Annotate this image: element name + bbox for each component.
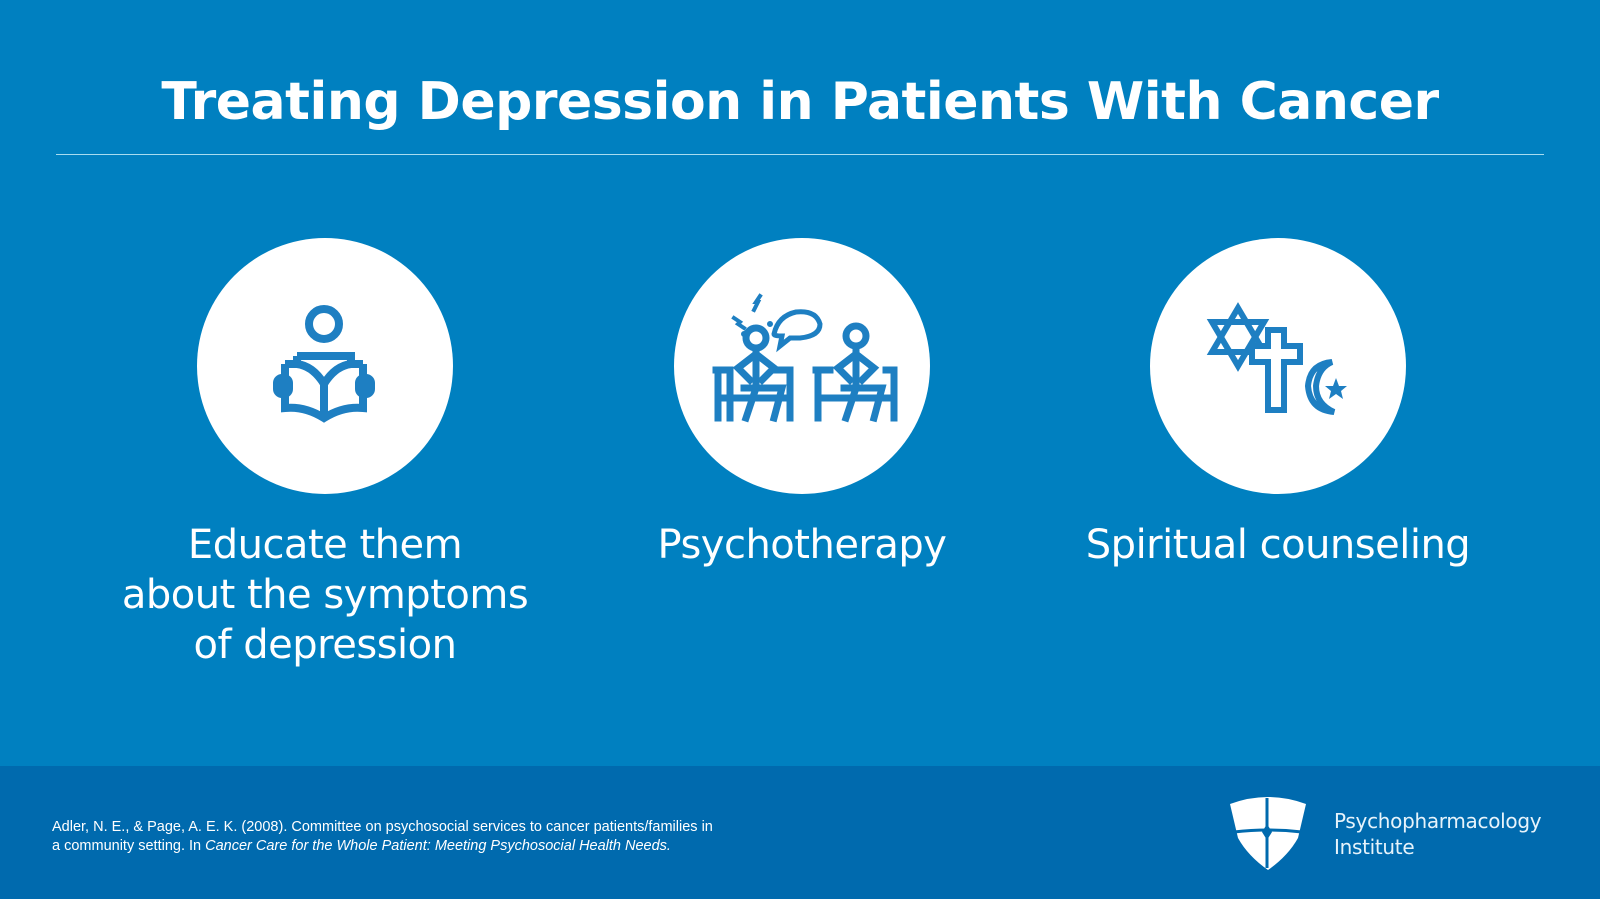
option-label: Educate them about the symptoms of depre… — [121, 522, 529, 668]
institute-logo: Psychopharmacology Institute — [1228, 794, 1542, 870]
option-label: Spiritual counseling — [1085, 522, 1471, 568]
institute-name: Psychopharmacology Institute — [1334, 809, 1542, 859]
citation: Adler, N. E., & Page, A. E. K. (2008). C… — [52, 819, 713, 854]
religious-symbols-icon — [1206, 302, 1347, 415]
option-spiritual-counseling: Spiritual counseling — [1048, 238, 1508, 570]
icon-circle — [1150, 238, 1406, 494]
slide-title: Treating Depression in Patients With Can… — [161, 72, 1439, 132]
title-divider — [56, 154, 1544, 155]
icon-circle — [197, 238, 453, 494]
therapy-session-icon — [712, 293, 898, 423]
reading-book-icon — [273, 305, 375, 423]
icon-circle — [674, 238, 930, 494]
option-education: Educate them about the symptoms of depre… — [95, 238, 555, 670]
footer: Adler, N. E., & Page, A. E. K. (2008). C… — [0, 766, 1600, 899]
treatment-options: Educate them about the symptoms of depre… — [0, 238, 1600, 678]
shield-logo-icon — [1230, 797, 1306, 870]
option-psychotherapy: Psychotherapy — [572, 238, 1032, 570]
option-label: Psychotherapy — [657, 522, 947, 568]
